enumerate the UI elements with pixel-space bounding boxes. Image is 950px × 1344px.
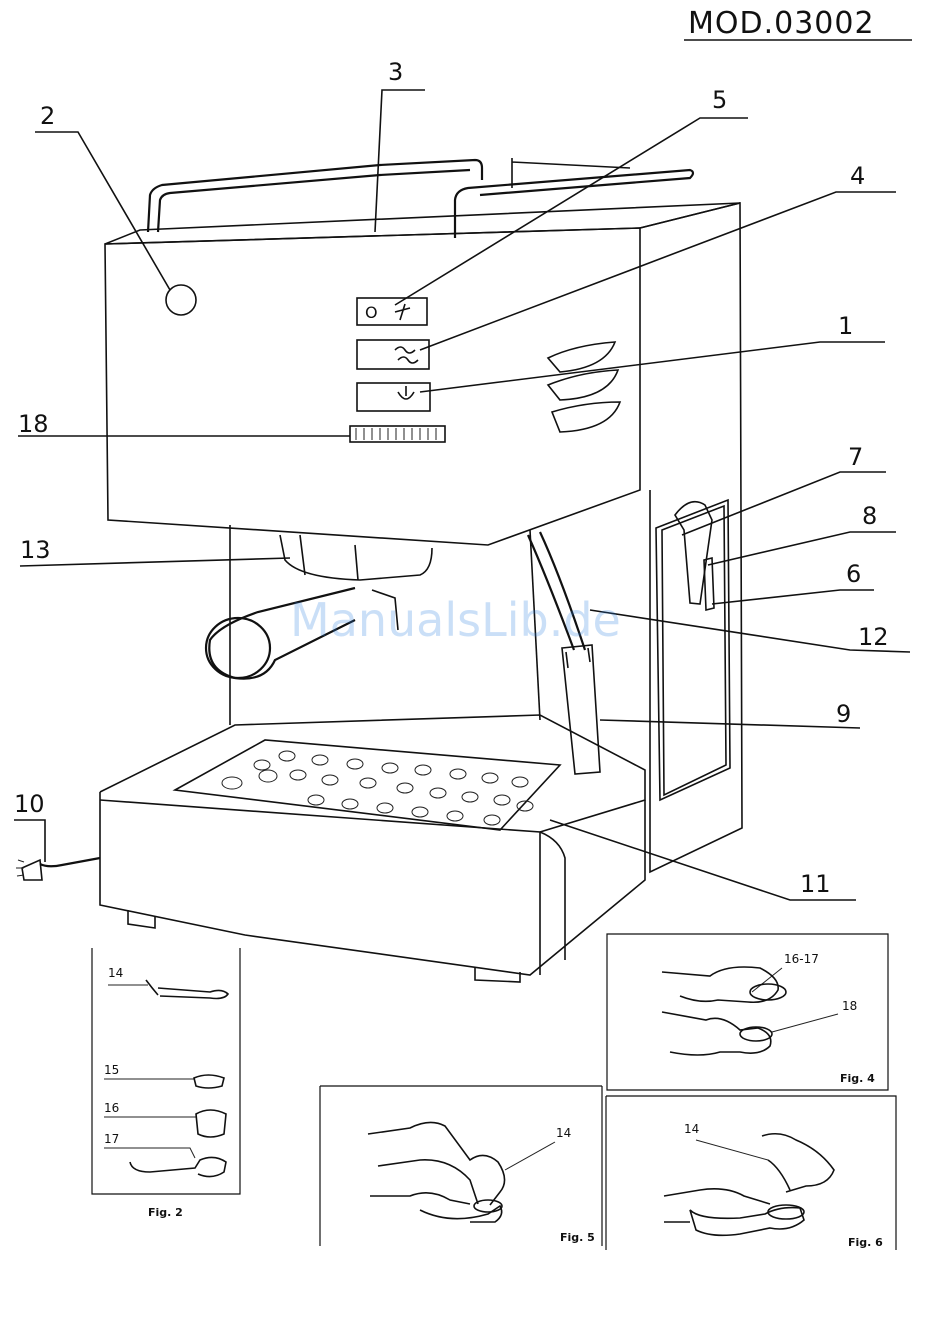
- svg-text:O: O: [365, 303, 378, 322]
- switch-4: [357, 340, 429, 369]
- fig2-item-17: 17: [104, 1132, 119, 1146]
- callout-11: 11: [800, 870, 831, 898]
- fig5-label: Fig. 5: [560, 1231, 595, 1244]
- callout-7: 7: [848, 443, 863, 471]
- fig4-label: Fig. 4: [840, 1072, 875, 1085]
- callout-9: 9: [836, 700, 851, 728]
- model-title: MOD.03002: [688, 6, 875, 41]
- drip-tray-holes: [222, 751, 533, 825]
- water-tank-window: [656, 500, 730, 800]
- callout-3: 3: [388, 58, 403, 86]
- callout-5: 5: [712, 86, 727, 114]
- fig4-item-16-17: 16-17: [784, 952, 819, 966]
- figure-4: 16-17 18 Fig. 4: [607, 934, 888, 1090]
- figure-6: 14 Fig. 6: [606, 1096, 896, 1250]
- callout-4: 4: [850, 162, 865, 190]
- fig4-item-18: 18: [842, 999, 857, 1013]
- callout-12: 12: [858, 623, 889, 651]
- callout-10: 10: [14, 790, 45, 818]
- switch-1: [357, 383, 430, 411]
- callouts: 2 3 5 4 1 18 7 8 6 13 12 9 10: [14, 58, 910, 900]
- callout-2: 2: [40, 102, 55, 130]
- figure-2: 14 15 16 17 Fig. 2: [92, 948, 240, 1219]
- callout-1: 1: [838, 312, 853, 340]
- fig2-item-16: 16: [104, 1101, 119, 1115]
- callout-6: 6: [846, 560, 861, 588]
- fig5-item-14: 14: [556, 1126, 571, 1140]
- fig6-item-14: 14: [684, 1122, 699, 1136]
- fig2-label: Fig. 2: [148, 1206, 183, 1219]
- watermark: ManualsLib.de: [290, 593, 621, 647]
- fig2-item-14: 14: [108, 966, 123, 980]
- espresso-machine-drawing: O: [16, 158, 742, 982]
- figure-5: 14 Fig. 5: [320, 1086, 602, 1246]
- callout-8: 8: [862, 502, 877, 530]
- callout-18: 18: [18, 410, 49, 438]
- fig2-item-15: 15: [104, 1063, 119, 1077]
- fig6-label: Fig. 6: [848, 1236, 883, 1249]
- callout-13: 13: [20, 536, 51, 564]
